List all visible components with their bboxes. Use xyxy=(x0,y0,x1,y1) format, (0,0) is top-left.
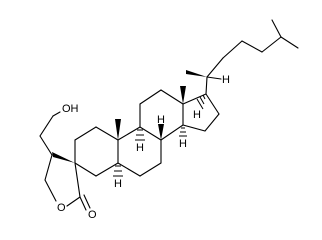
bond xyxy=(44,179,57,202)
hashed-bond xyxy=(179,127,187,137)
bond xyxy=(182,124,206,132)
bond xyxy=(74,162,97,177)
bond xyxy=(39,135,53,156)
ring-d xyxy=(180,86,220,132)
atom-labels: OH O O H H H H H H xyxy=(57,74,230,221)
c17-h-label: H xyxy=(193,109,201,121)
bond xyxy=(44,154,53,181)
wedge-bond xyxy=(115,119,121,140)
side-chain xyxy=(186,19,299,95)
bond xyxy=(204,113,220,132)
bond xyxy=(66,196,81,207)
bond xyxy=(206,57,224,78)
ring-oxygen-label: O xyxy=(57,202,66,214)
bond xyxy=(160,124,184,141)
bond xyxy=(139,126,162,141)
bond xyxy=(39,115,54,137)
bond xyxy=(52,111,61,117)
bond xyxy=(271,19,282,38)
ring-c xyxy=(139,89,187,141)
wedge-bond xyxy=(52,152,75,163)
bond xyxy=(160,89,184,105)
hashed-bond xyxy=(113,165,123,177)
bond xyxy=(95,162,119,177)
hashed-bond xyxy=(196,94,206,110)
wedge-bond xyxy=(186,70,207,77)
bond xyxy=(182,93,207,105)
bond xyxy=(117,162,141,177)
bond xyxy=(280,36,299,49)
double-bond xyxy=(83,194,91,209)
c9-h-label: H xyxy=(136,142,144,154)
hashed-bond xyxy=(135,129,145,141)
double-bond xyxy=(79,196,87,211)
c8-h-label: H xyxy=(157,114,165,126)
bond xyxy=(74,126,97,141)
bond xyxy=(139,162,162,177)
bond xyxy=(205,76,208,95)
bond xyxy=(222,40,243,59)
hydroxyl-label: OH xyxy=(62,103,79,115)
bond xyxy=(241,40,263,53)
bond xyxy=(117,126,141,141)
bond xyxy=(74,162,81,198)
ring-b xyxy=(115,119,162,177)
bond xyxy=(139,89,162,105)
bond xyxy=(95,126,119,141)
side-chain-h-label: H xyxy=(222,74,230,86)
c5-h-label: H xyxy=(114,178,122,190)
wedge-bond xyxy=(158,124,164,140)
spiro-lactone-ring xyxy=(39,111,91,211)
bond xyxy=(206,76,222,80)
ring-a xyxy=(74,126,123,177)
bond xyxy=(261,36,282,53)
c14-h-label: H xyxy=(179,138,187,150)
bond xyxy=(205,93,220,115)
carbonyl-oxygen-label: O xyxy=(88,209,97,221)
wedge-bond xyxy=(180,86,186,104)
